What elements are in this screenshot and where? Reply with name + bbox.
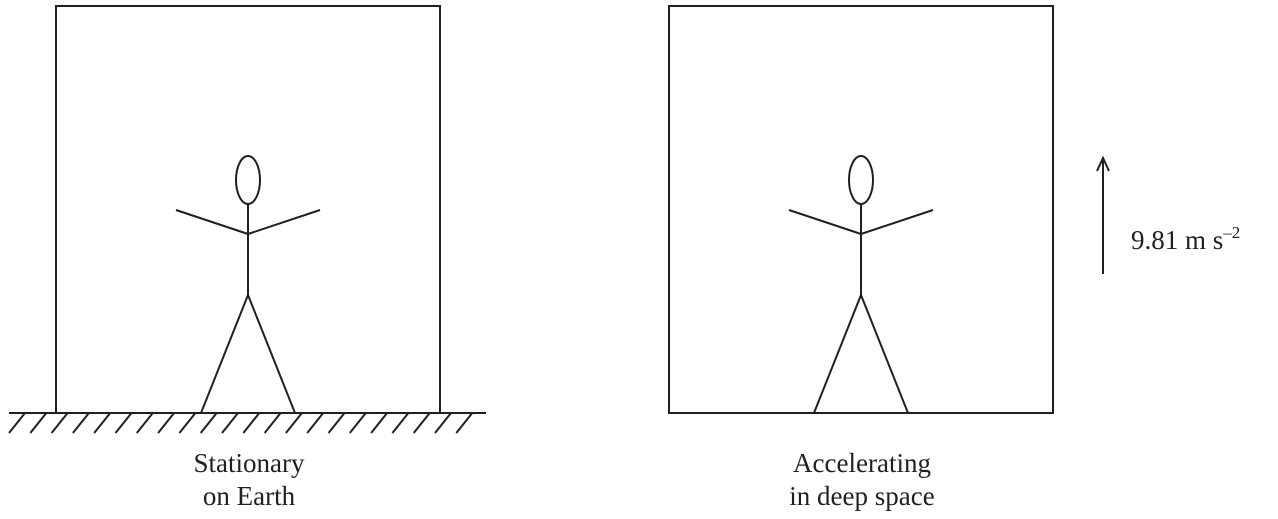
caption-right-line2: in deep space: [789, 481, 935, 511]
ground-hatching: [8, 412, 474, 434]
ground-hatch-mark: [242, 412, 261, 434]
ground-hatch-mark: [412, 412, 431, 434]
caption-accelerating-in-deep-space: Accelerating in deep space: [732, 447, 992, 513]
ground-hatch-mark: [157, 412, 175, 434]
ground-hatch-mark: [93, 412, 111, 434]
person-right-head: [848, 155, 874, 205]
caption-left-line2: on Earth: [202, 481, 296, 511]
ground-hatch-mark: [136, 412, 154, 434]
acceleration-label: 9.81 m s–2: [1131, 223, 1241, 255]
ground-hatch-mark: [455, 412, 474, 434]
ground-hatch-mark: [306, 412, 324, 434]
ground-hatch-mark: [349, 412, 367, 434]
ground-hatch-mark: [8, 412, 26, 434]
acceleration-arrow: [1096, 155, 1110, 274]
ground-hatch-mark: [370, 412, 388, 434]
person-right-arm-right: [860, 209, 934, 235]
ground-hatch-mark: [50, 412, 69, 434]
earth-scene: [8, 5, 486, 434]
space-scene: [668, 5, 1110, 414]
person-left-leg-left: [200, 294, 249, 414]
caption-stationary-on-earth: Stationary on Earth: [119, 447, 379, 513]
ground-hatch-mark: [114, 412, 133, 434]
acceleration-unit: m s: [1185, 225, 1224, 255]
person-left-arm-left: [175, 209, 249, 235]
ground-hatch-mark: [178, 412, 197, 434]
ground-hatch-mark: [72, 412, 90, 434]
person-left-arm-right: [247, 209, 321, 235]
ground-hatch-mark: [285, 412, 303, 434]
acceleration-arrow-head: [1096, 155, 1110, 172]
ground-hatch-mark: [221, 412, 239, 434]
right-box: [668, 5, 1054, 414]
person-right-leg-left: [813, 294, 862, 414]
person-left-leg-right: [247, 294, 296, 414]
person-left: [175, 155, 321, 414]
ground-hatch-mark: [434, 412, 452, 434]
ground-hatch-mark: [327, 412, 346, 434]
ground-hatch-mark: [29, 412, 48, 434]
acceleration-unit-exponent: –2: [1223, 223, 1241, 242]
ground-hatch-mark: [391, 412, 410, 434]
ground-hatch-mark: [199, 412, 218, 434]
caption-left-line1: Stationary: [193, 448, 305, 478]
ground-hatch-mark: [263, 412, 282, 434]
caption-right-line1: Accelerating: [793, 448, 931, 478]
person-right-arm-left: [788, 209, 862, 235]
person-left-head: [235, 155, 261, 205]
acceleration-value: 9.81: [1131, 225, 1179, 255]
person-right-leg-right: [860, 294, 909, 414]
person-right: [788, 155, 934, 414]
